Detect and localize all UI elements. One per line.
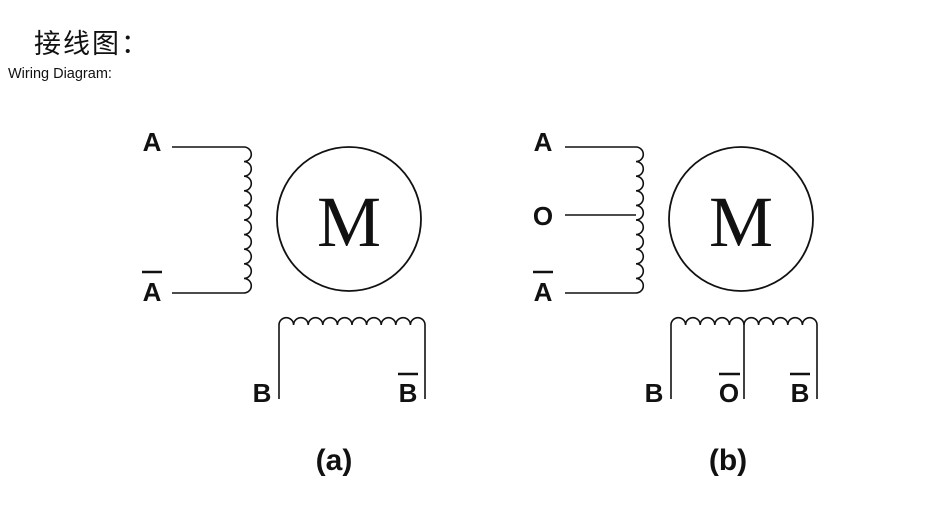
- label-b-bar: B: [399, 378, 418, 408]
- label-a-bar: A: [143, 277, 162, 307]
- label-a: A: [534, 127, 553, 157]
- caption-b: (b): [709, 444, 747, 477]
- label-b: B: [645, 378, 664, 408]
- label-a-bar: A: [534, 277, 553, 307]
- diagram-a: M A A B B (a): [142, 127, 426, 477]
- motor-symbol: M: [317, 182, 381, 262]
- phase-b-coil-right: [743, 316, 818, 326]
- title-chinese: 接线图：: [34, 29, 150, 60]
- label-b-bar: B: [791, 378, 810, 408]
- motor-circle: [276, 146, 422, 292]
- caption-a: (a): [316, 444, 353, 477]
- motor-circle: [668, 146, 814, 292]
- phase-b-coil-left: [670, 316, 745, 326]
- label-a: A: [143, 127, 162, 157]
- label-o-bar: O: [719, 378, 739, 408]
- diagram-b: M A O A B O B (b): [533, 127, 818, 477]
- motor-symbol: M: [709, 182, 773, 262]
- title-english: Wiring Diagram:: [8, 66, 112, 82]
- phase-a-coil-upper: [635, 146, 645, 221]
- label-b: B: [253, 378, 272, 408]
- label-o: O: [533, 201, 553, 231]
- phase-a-coil-lower: [635, 219, 645, 294]
- phase-b-coil: [278, 316, 426, 326]
- phase-a-coil: [243, 146, 253, 294]
